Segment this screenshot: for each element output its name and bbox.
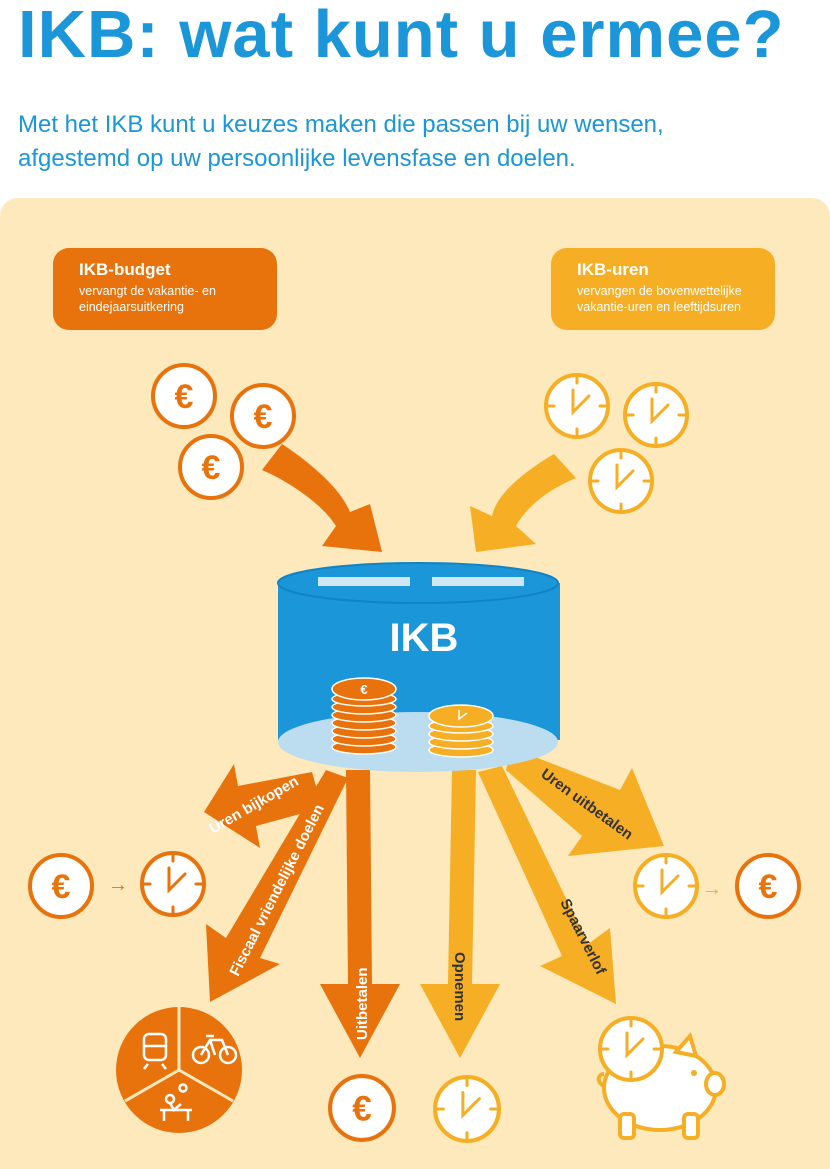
- euro-coin-stack-icon: €: [331, 677, 397, 755]
- ikb-uren-box: IKB-uren vervangen de bovenwettelijke va…: [551, 248, 775, 330]
- uren-input-arrow: [470, 454, 576, 552]
- opnemen-arrow: [420, 770, 500, 1058]
- ikb-logo: IKB: [390, 616, 459, 660]
- euro-coin-icon: [28, 853, 94, 919]
- clock-icon: [588, 448, 654, 514]
- ikb-budget-desc-line-2: eindejaarsuitkering: [79, 300, 184, 314]
- clock-icon: [633, 853, 699, 919]
- euro-coin-icon: [178, 434, 244, 500]
- clock-icon: [623, 382, 689, 448]
- label-uitbetalen: Uitbetalen: [354, 967, 371, 1040]
- ikb-budget-description: vervangt de vakantie- en eindejaarsuitke…: [79, 283, 251, 315]
- ikb-budget-box: IKB-budget vervangt de vakantie- en eind…: [53, 248, 277, 330]
- fiscaal-arrow: [206, 770, 348, 1002]
- arrow-icon: →: [702, 878, 722, 900]
- euro-coin-icon: [330, 1076, 394, 1140]
- clock-icon: [544, 373, 610, 439]
- vessel-slot-left: [318, 577, 410, 586]
- ikb-uren-desc-line-1: vervangen de bovenwettelijke: [577, 284, 742, 298]
- uren-uitbetalen-arrow: [506, 748, 664, 856]
- page-subtitle: Met het IKB kunt u keuzes maken die pass…: [18, 108, 818, 176]
- ikb-vessel: IKB €: [277, 562, 560, 772]
- uitbetalen-arrow: [320, 770, 400, 1058]
- euro-coin-icon: [230, 383, 296, 449]
- ikb-uren-title: IKB-uren: [577, 260, 649, 279]
- fiscal-goals-icon: [116, 1007, 242, 1133]
- uren-bijkopen-arrow: [204, 764, 322, 848]
- subtitle-line-2: afgestemd op uw persoonlijke levensfase …: [18, 145, 576, 172]
- ikb-uren-desc-line-2: vakantie-uren en leeftijdsuren: [577, 300, 741, 314]
- label-opnemen: Opnemen: [451, 952, 468, 1021]
- page-title: IKB: wat kunt u ermee?: [18, 0, 785, 72]
- ikb-uren-description: vervangen de bovenwettelijke vakantie-ur…: [577, 283, 749, 315]
- person-at-desk-icon: [160, 1083, 192, 1121]
- ikb-budget-title: IKB-budget: [79, 260, 171, 279]
- euro-coin-icon: [735, 853, 801, 919]
- budget-input-arrow: [262, 444, 382, 552]
- clock-icon: [598, 1016, 664, 1082]
- svg-text:€: €: [360, 682, 367, 697]
- clock-icon: [435, 1077, 499, 1141]
- clock-icon: [140, 851, 206, 917]
- clock-coin-stack-icon: [428, 704, 494, 758]
- bicycle-icon: [191, 1034, 238, 1065]
- spaarverlof-arrow: [478, 766, 616, 1004]
- vessel-slot-right: [432, 577, 524, 586]
- train-icon: [142, 1032, 168, 1070]
- arrow-icon: →: [108, 874, 128, 896]
- subtitle-line-1: Met het IKB kunt u keuzes maken die pass…: [18, 111, 664, 138]
- euro-coin-icon: [151, 363, 217, 429]
- ikb-budget-desc-line-1: vervangt de vakantie- en: [79, 284, 216, 298]
